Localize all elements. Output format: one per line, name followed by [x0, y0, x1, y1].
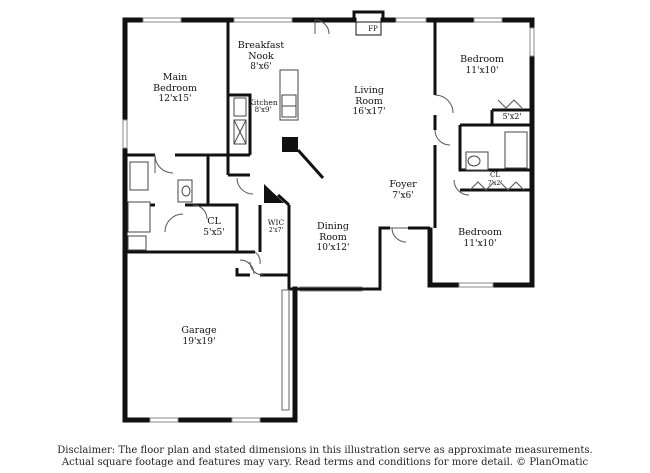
- closet-5x2-name: 5'x2': [502, 112, 522, 121]
- main-bedroom-label: Main Bedroom 12'x15': [140, 72, 210, 105]
- kitchen-name: Kitchen: [248, 98, 278, 107]
- angled-wall: [264, 137, 325, 203]
- foyer-name: Foyer: [389, 179, 417, 190]
- foyer-label: Foyer 7'x6': [378, 179, 428, 201]
- garage-name: Garage: [181, 325, 217, 336]
- kitchen-label: Kitchen 8'x9': [246, 99, 280, 114]
- bedroom-top-dim: 11'x10': [465, 65, 499, 76]
- main-bedroom-dim: 12'x15': [158, 94, 192, 104]
- disclaimer-line-1: Disclaimer: The floor plan and stated di…: [57, 445, 593, 456]
- bedroom-bottom-dim: 11'x10': [463, 238, 497, 249]
- main-closet-name: CL: [207, 216, 221, 227]
- fireplace: [352, 10, 385, 36]
- main-closet-label: CL 5'x5': [192, 216, 236, 238]
- living-room-name: Living Room: [354, 85, 384, 107]
- breakfast-nook-name: Breakfast Nook: [237, 40, 285, 62]
- bedroom-top-label: Bedroom 11'x10': [447, 54, 517, 76]
- wic-dim: 2'x7': [268, 226, 284, 234]
- closet-7x2-name: CL: [489, 171, 500, 179]
- disclaimer-line-2: Actual square footage and features may v…: [61, 457, 589, 468]
- doors: [154, 19, 525, 276]
- wic-label: WIC 2'x7': [263, 219, 289, 234]
- living-room-label: Living Room 16'x17': [336, 85, 402, 118]
- bedroom-top-name: Bedroom: [460, 54, 504, 65]
- dining-room-label: Dining Room 10'x12': [303, 221, 363, 254]
- living-room-dim: 16'x17': [352, 107, 386, 117]
- kitchen-fixtures: [233, 69, 299, 145]
- disclaimer: Disclaimer: The floor plan and stated di…: [0, 445, 650, 469]
- closet-7x2-label: CL 7'x2': [480, 171, 510, 187]
- bedroom-bottom-name: Bedroom: [458, 227, 502, 238]
- closet-5x2-label: 5'x2': [494, 112, 530, 123]
- dining-room-dim: 10'x12': [316, 243, 350, 253]
- closet-7x2-dim: 7'x2': [487, 179, 503, 187]
- fireplace-text: FP: [368, 25, 378, 33]
- main-closet-dim: 5'x5': [203, 227, 225, 238]
- fireplace-label: FP: [366, 24, 380, 35]
- garage-label: Garage 19'x19': [166, 325, 232, 347]
- kitchen-dim: 8'x9': [254, 105, 272, 114]
- wic-name: WIC: [267, 218, 285, 227]
- bath-fixtures: [127, 131, 528, 251]
- breakfast-nook-label: Breakfast Nook 8'x6': [223, 40, 299, 73]
- interior-walls: [125, 20, 532, 291]
- foyer-dim: 7'x6': [392, 190, 414, 201]
- bedroom-bottom-label: Bedroom 11'x10': [446, 227, 514, 249]
- dining-room-name: Dining Room: [316, 221, 349, 243]
- breakfast-nook-dim: 8'x6': [250, 62, 272, 72]
- garage-interior-door: [281, 289, 290, 411]
- garage-dim: 19'x19': [182, 336, 216, 347]
- main-bedroom-name: Main Bedroom: [153, 72, 197, 94]
